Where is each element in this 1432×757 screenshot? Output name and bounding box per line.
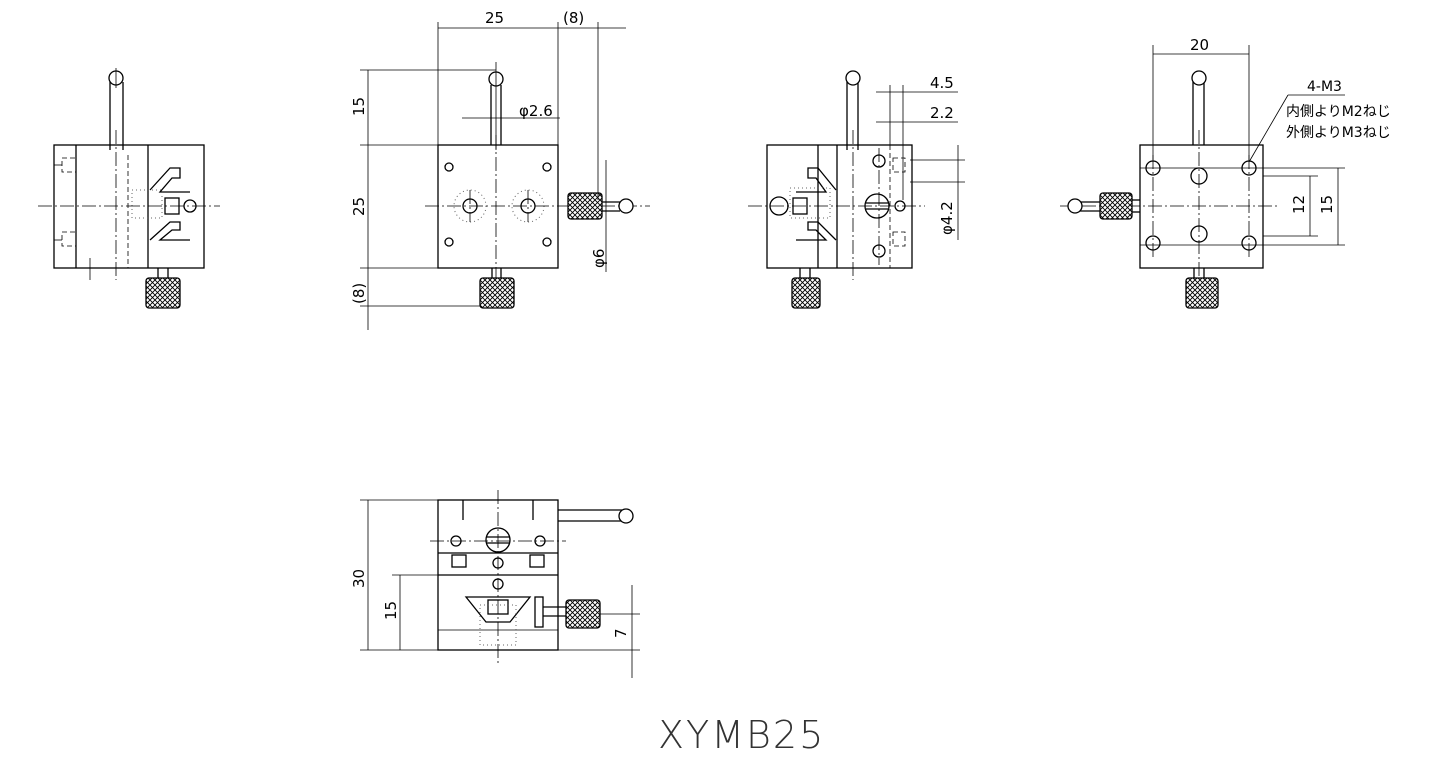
front-view: 25 (8) φ2.6 15 25 (8) φ6 [350,9,650,330]
thread-outer-note: 外側よりM3ねじ [1286,125,1391,141]
dim-knob-diameter: φ6 [590,249,608,268]
dim-bottom-total-height: 30 [350,569,368,588]
dim-top-pitch-15: 15 [1318,195,1336,214]
dim-front-offset: (8) [563,9,584,27]
dim-bottom-half-height: 15 [382,601,400,620]
dim-bottom-knob-height: 7 [612,628,630,638]
dim-front-bottom-offset: (8) [350,283,368,304]
dim-top-pitch-12: 12 [1290,195,1308,214]
left-side-view [38,68,220,309]
dim-top-width: 20 [1190,36,1209,54]
right-side-view: 4.5 2.2 φ4.2 [748,70,965,309]
dim-rod-diameter: φ2.6 [519,102,553,120]
dim-front-width: 25 [485,9,504,27]
dim-front-body-height: 25 [350,197,368,216]
drawing-title: XYMB25 [658,713,825,757]
dim-side-4-5: 4.5 [930,74,954,92]
dim-side-2-2: 2.2 [930,104,954,122]
bottom-view: 30 15 7 [350,490,640,678]
top-view: 20 12 15 4-M3 内側よりM2ねじ 外側よりM3ねじ [1060,36,1391,309]
thread-inner-note: 内側よりM2ねじ [1286,104,1391,120]
thread-label: 4-M3 [1307,79,1342,95]
dim-side-hole: φ4.2 [938,201,956,235]
dim-front-knob-height: 15 [350,97,368,116]
